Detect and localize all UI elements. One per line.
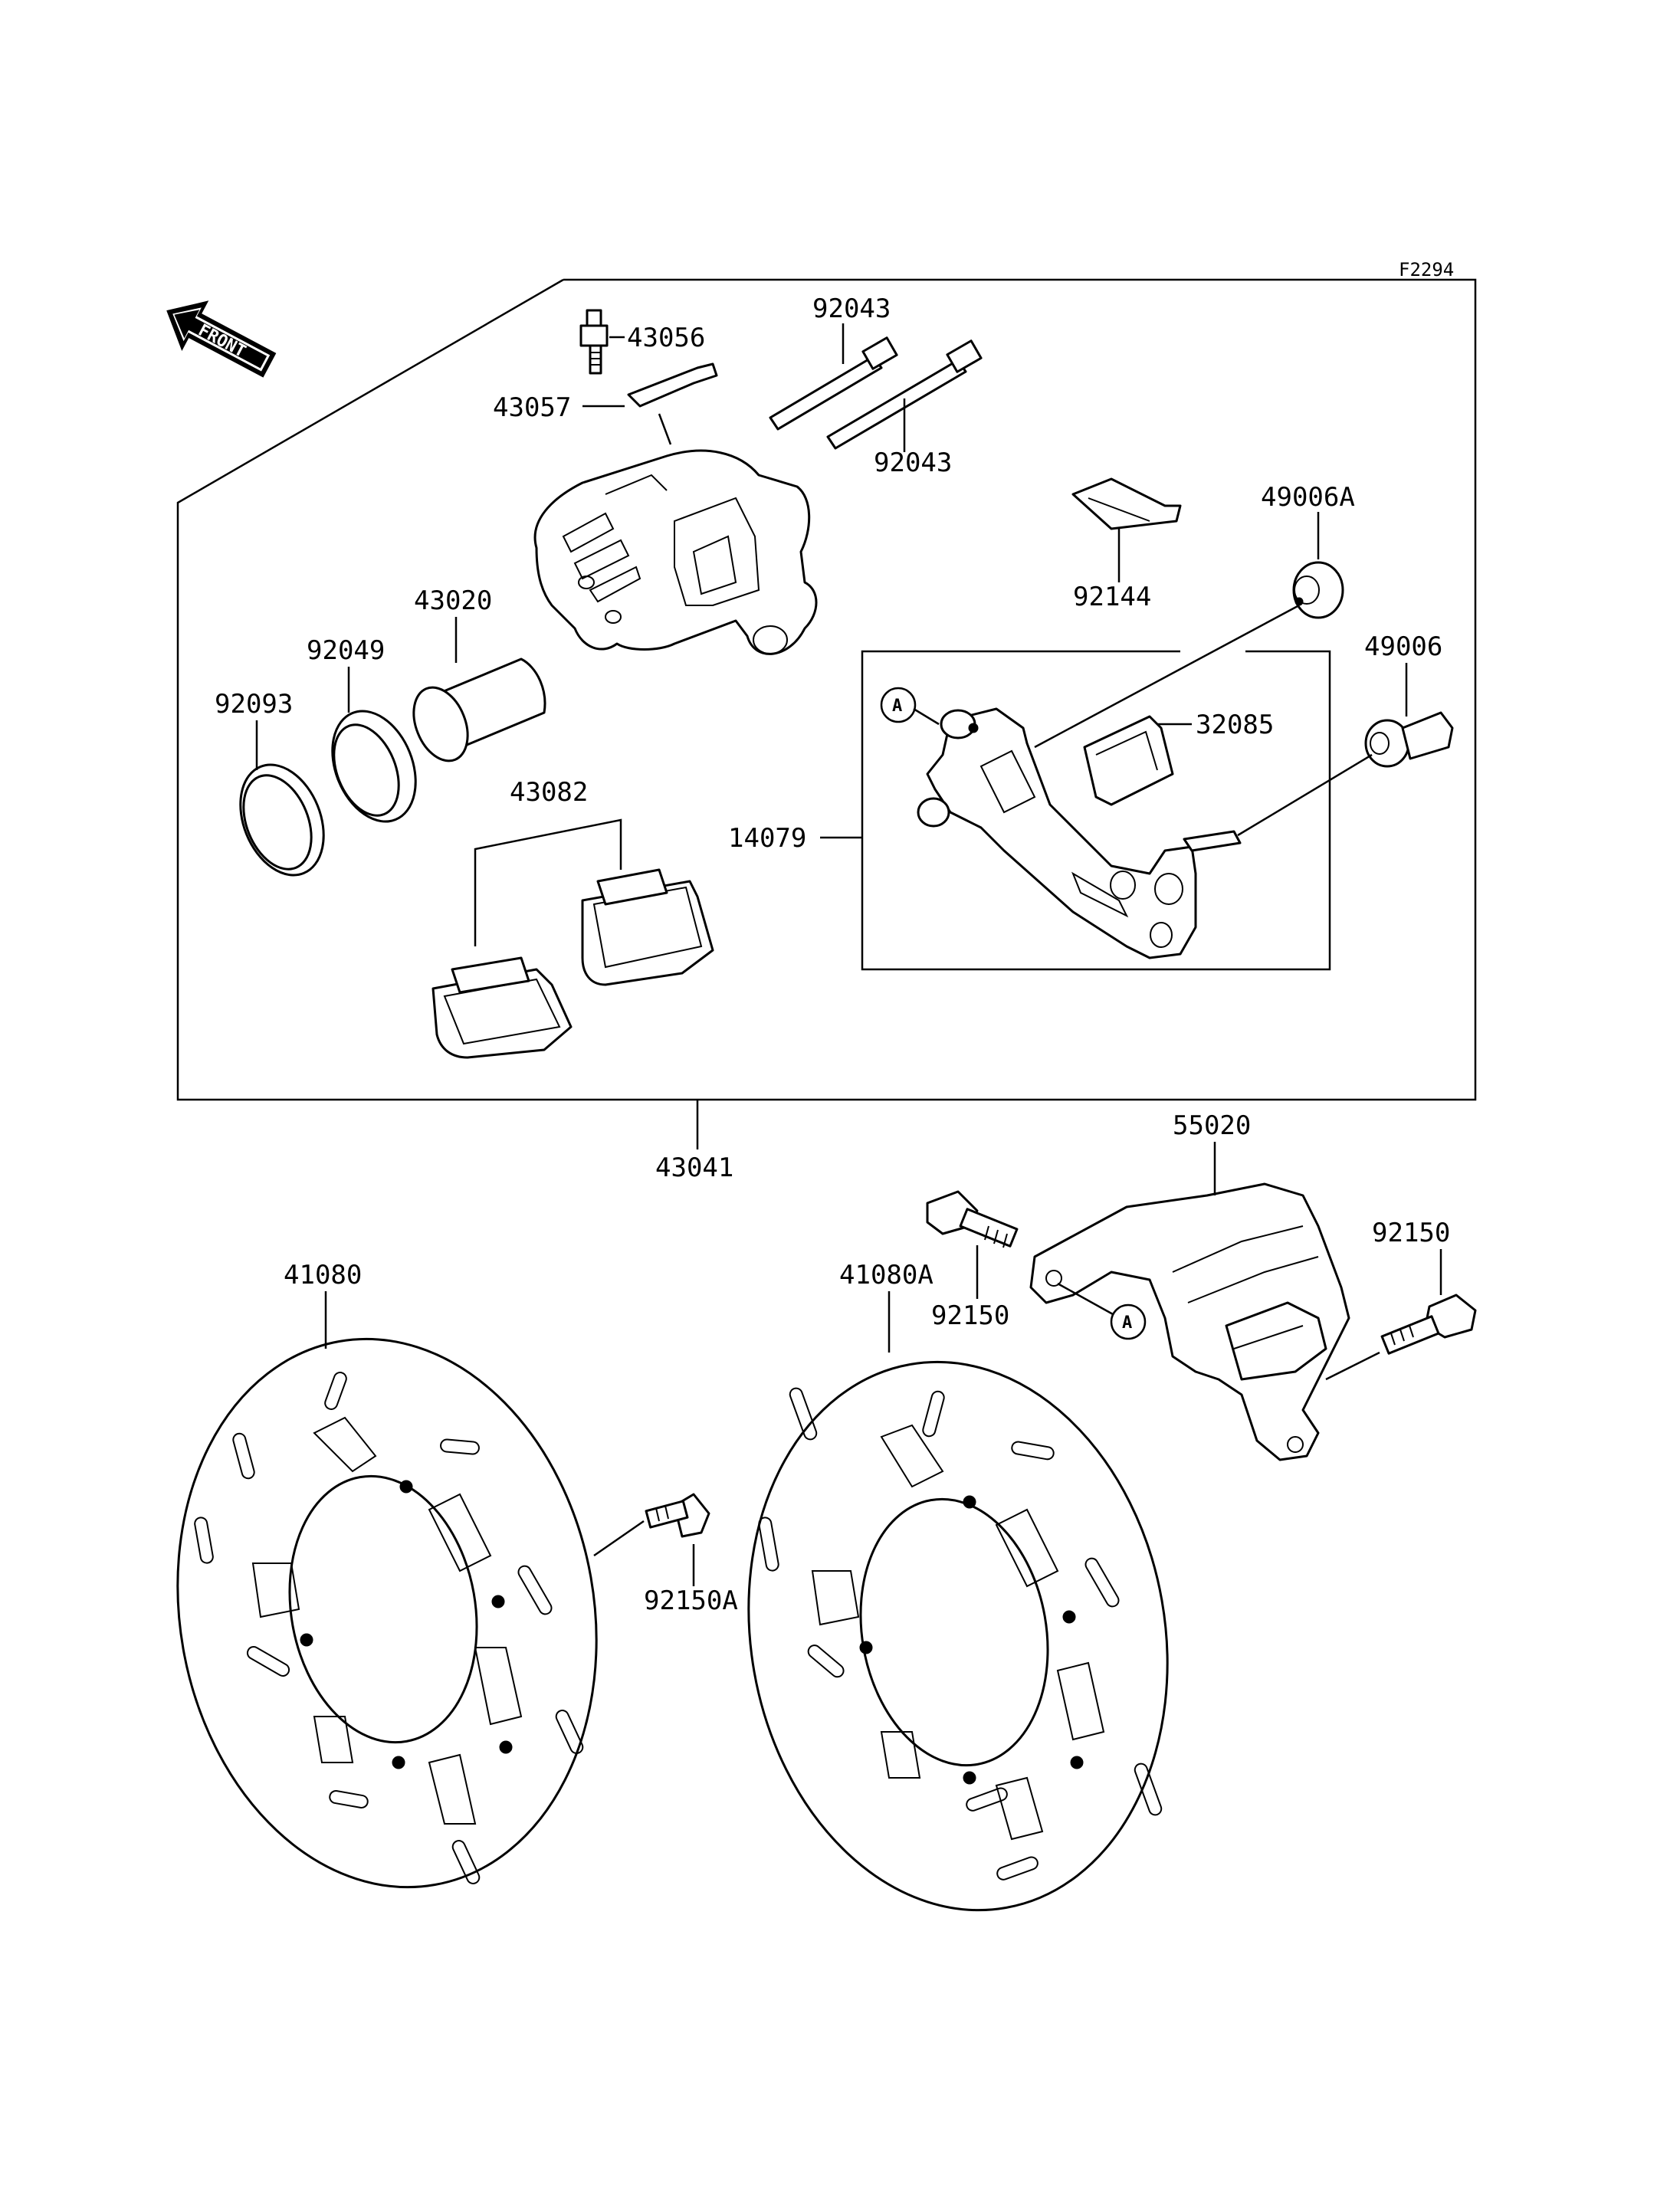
brake-disc-41080a-drawing [747, 1360, 1169, 1912]
label-92150A: 92150A [644, 1585, 738, 1616]
assembly-frame [176, 278, 1477, 1101]
front-arrow-icon: FRONT [166, 300, 277, 378]
sub-assembly-frame [861, 650, 1331, 971]
piston-drawing [412, 657, 546, 762]
label-14079: 14079 [728, 823, 806, 854]
caliper-pins-drawing [769, 336, 983, 450]
label-92150-right: 92150 [1372, 1218, 1450, 1248]
label-55020: 55020 [1173, 1110, 1251, 1141]
brake-disc-41080-drawing [176, 1337, 598, 1889]
label-92144: 92144 [1073, 582, 1151, 612]
dust-seal-drawing [239, 763, 325, 877]
label-92043-top: 92043 [812, 293, 891, 324]
label-43057: 43057 [493, 392, 571, 423]
label-43056: 43056 [627, 323, 705, 353]
boot-49006a-drawing [1292, 561, 1344, 619]
label-43020: 43020 [414, 585, 492, 616]
label-43041: 43041 [655, 1153, 733, 1183]
cap-drawing [627, 362, 718, 408]
label-92043-bottom: 92043 [874, 448, 952, 478]
figure-code: F2294 [1399, 259, 1454, 280]
label-41080A: 41080A [839, 1260, 934, 1290]
label-41080: 41080 [284, 1260, 362, 1290]
pad-spring-drawing [1071, 477, 1182, 530]
label-92093: 92093 [215, 689, 293, 720]
caliper-bracket-drawing [917, 707, 1242, 959]
caliper-body-drawing [533, 449, 818, 655]
label-49006A: 49006A [1261, 482, 1355, 513]
pad-retainer-drawing [1083, 715, 1174, 806]
disc-screw-drawing [645, 1493, 710, 1538]
label-92049: 92049 [307, 635, 385, 666]
bolt-92150-right-drawing [1380, 1294, 1477, 1355]
label-92150-left: 92150 [931, 1300, 1009, 1331]
label-43082: 43082 [510, 777, 588, 808]
ref-marker-top: A [892, 697, 902, 716]
boot-49006-drawing [1364, 711, 1454, 768]
label-32085: 32085 [1196, 710, 1274, 740]
caliper-holder-drawing [1029, 1182, 1350, 1461]
label-49006: 49006 [1364, 631, 1442, 662]
brake-pads-drawing [431, 868, 714, 1059]
ref-marker-circle-top [880, 687, 917, 723]
ref-marker-bottom: A [1122, 1313, 1132, 1333]
piston-seal-drawing [331, 710, 417, 823]
ref-marker-circle-bottom [1110, 1303, 1147, 1340]
bleeder-valve-drawing [579, 309, 609, 375]
bolt-92150-left-drawing [926, 1190, 1019, 1248]
